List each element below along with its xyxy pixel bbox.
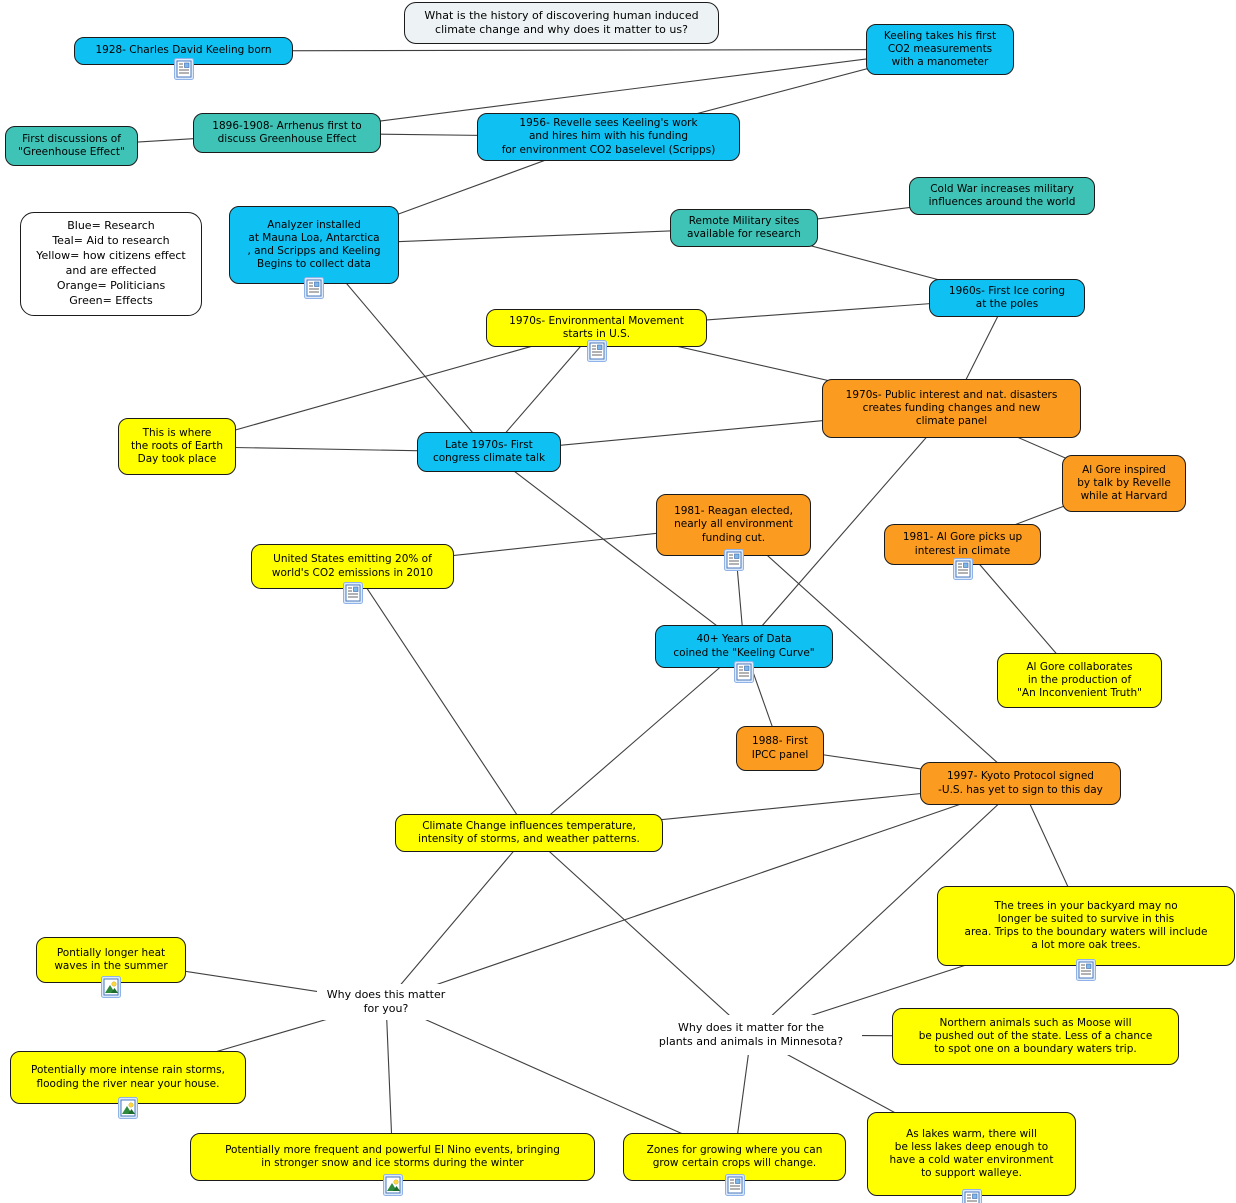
- node-al-gore-inspired[interactable]: Al Gore inspired by talk by Revelle whil…: [1062, 455, 1186, 512]
- edge-whyyou-zones: [385, 1001, 735, 1158]
- edge-arrhenus-keelingco2: [286, 48, 941, 134]
- node-analyzer-installed[interactable]: Analyzer installed at Mauna Loa, Antarct…: [229, 206, 399, 284]
- note-resource-icon[interactable]: [586, 340, 607, 362]
- node-1981-reagan-elected[interactable]: 1981- Reagan elected, nearly all environ…: [656, 494, 811, 556]
- node-first-co2-measurements[interactable]: Keeling takes his first CO2 measurements…: [866, 24, 1014, 75]
- node-1970s-public-interest[interactable]: 1970s- Public interest and nat. disaster…: [822, 379, 1081, 438]
- edge-n1928-keelingco2: [183, 48, 941, 52]
- node-us-co2-emissions-2010[interactable]: United States emitting 20% of world's CO…: [251, 544, 454, 589]
- edge-whyyou-kyoto: [385, 782, 1021, 1003]
- note-resource-icon[interactable]: [304, 277, 324, 299]
- node-longer-heat-waves[interactable]: Pontially longer heat waves in the summe…: [36, 937, 186, 983]
- node-arrhenus[interactable]: 1896-1908- Arrhenus first to discuss Gre…: [193, 113, 381, 153]
- note-resource-icon[interactable]: [173, 58, 194, 80]
- node-growing-zones[interactable]: Zones for growing where you can grow cer…: [623, 1133, 846, 1181]
- node-1956-revelle[interactable]: 1956- Revelle sees Keeling's work and hi…: [477, 113, 740, 161]
- node-climate-change-influences[interactable]: Climate Change influences temperature, i…: [395, 814, 663, 852]
- node-lakes-walleye[interactable]: As lakes warm, there will be less lakes …: [867, 1112, 1076, 1196]
- image-resource-icon[interactable]: [118, 1097, 138, 1119]
- edge-pubint-forty: [743, 408, 952, 647]
- edge-forty-ccinflu: [528, 646, 745, 834]
- edge-envmvmt-congress: [488, 327, 597, 453]
- node-remote-military-sites[interactable]: Remote Military sites available for rese…: [670, 209, 818, 247]
- edge-whyyou-elnino: [385, 1001, 394, 1158]
- edge-whyyou-ccinflu: [385, 832, 530, 1003]
- note-resource-icon[interactable]: [723, 549, 744, 571]
- node-cold-war[interactable]: Cold War increases military influences a…: [909, 177, 1095, 215]
- image-resource-icon[interactable]: [101, 976, 121, 998]
- edge-earthday-envmvmt: [176, 327, 597, 448]
- node-inconvenient-truth[interactable]: Al Gore collaborates in the production o…: [997, 653, 1162, 708]
- edge-whymn-kyoto: [750, 783, 1021, 1036]
- note-resource-icon[interactable]: [342, 582, 363, 604]
- node-el-nino-events[interactable]: Potentially more frequent and powerful E…: [190, 1133, 595, 1181]
- question-why-matter-minnesota[interactable]: Why does it matter for the plants and an…: [640, 1015, 862, 1055]
- node-1997-kyoto-protocol[interactable]: 1997- Kyoto Protocol signed -U.S. has ye…: [920, 762, 1121, 805]
- node-1988-ipcc-panel[interactable]: 1988- First IPCC panel: [736, 726, 824, 771]
- node-1960s-ice-coring[interactable]: 1960s- First Ice coring at the poles: [929, 279, 1085, 317]
- note-resource-icon[interactable]: [1076, 959, 1096, 981]
- node-keeling-curve[interactable]: 40+ Years of Data coined the "Keeling Cu…: [655, 625, 833, 668]
- node-earth-day-roots[interactable]: This is where the roots of Earth Day too…: [118, 418, 236, 475]
- node-environmental-movement[interactable]: 1970s- Environmental Movement starts in …: [486, 309, 707, 347]
- node-backyard-trees[interactable]: The trees in your backyard may no longer…: [937, 886, 1235, 966]
- node-northern-animals-moose[interactable]: Northern animals such as Moose will be p…: [892, 1008, 1179, 1065]
- edge-congress-forty: [488, 451, 745, 647]
- edge-reagan-kyoto: [733, 524, 1021, 784]
- node-late-1970s-congress-talk[interactable]: Late 1970s- First congress climate talk: [417, 432, 561, 472]
- note-resource-icon[interactable]: [952, 558, 973, 580]
- note-resource-icon[interactable]: [734, 661, 754, 683]
- edge-usemit-ccinflu: [352, 566, 530, 834]
- root-question[interactable]: What is the history of discovering human…: [404, 2, 719, 44]
- note-resource-icon[interactable]: [724, 1174, 745, 1196]
- color-legend[interactable]: Blue= Research Teal= Aid to research Yel…: [20, 212, 202, 316]
- node-first-greenhouse-discussions[interactable]: First discussions of "Greenhouse Effect": [5, 126, 138, 166]
- question-why-matter-for-you[interactable]: Why does this matter for you?: [317, 984, 455, 1020]
- edge-whymn-ccinflu: [528, 832, 752, 1036]
- image-resource-icon[interactable]: [382, 1174, 403, 1196]
- note-resource-icon[interactable]: [961, 1189, 982, 1203]
